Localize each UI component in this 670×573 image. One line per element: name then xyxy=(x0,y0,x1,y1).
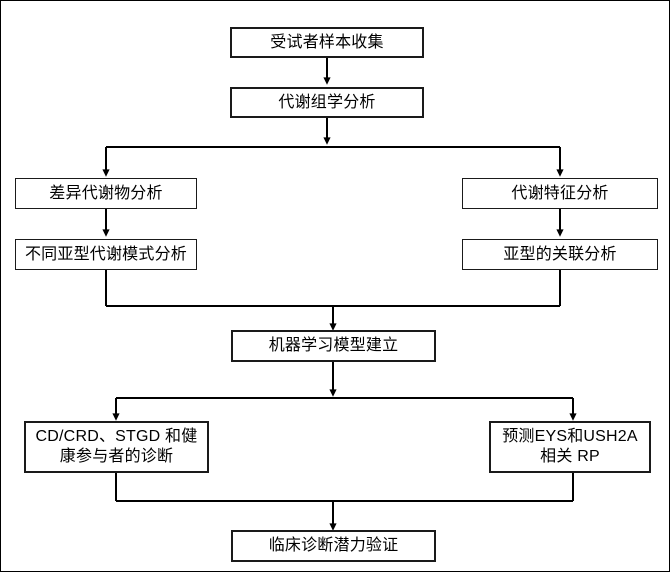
node-label: 代谢组学分析 xyxy=(278,93,376,111)
node-clinical-diagnostic-potential-validation[interactable]: 临床诊断潜力验证 xyxy=(231,530,436,562)
node-label: 亚型的关联分析 xyxy=(503,245,617,263)
node-label: 受试者样本收集 xyxy=(270,33,384,51)
node-subject-sample-collection[interactable]: 受试者样本收集 xyxy=(230,27,424,58)
node-metabolic-feature-analysis[interactable]: 代谢特征分析 xyxy=(462,178,658,209)
node-machine-learning-model-building[interactable]: 机器学习模型建立 xyxy=(231,330,436,362)
node-label: 机器学习模型建立 xyxy=(268,337,399,354)
node-metabolomics-analysis[interactable]: 代谢组学分析 xyxy=(230,87,424,118)
node-label: 临床诊断潜力验证 xyxy=(268,537,399,554)
node-differential-metabolite-analysis[interactable]: 差异代谢物分析 xyxy=(15,178,197,209)
node-label: CD/CRD、STGD 和健 康参与者的诊断 xyxy=(35,428,198,465)
node-subtype-association-analysis[interactable]: 亚型的关联分析 xyxy=(462,239,658,270)
node-label: 代谢特征分析 xyxy=(511,184,609,202)
node-subtype-metabolic-pattern-analysis[interactable]: 不同亚型代谢模式分析 xyxy=(15,239,197,270)
node-predict-eys-ush2a-rp[interactable]: 预测EYS和USH2A 相关 RP xyxy=(489,421,651,473)
node-diagnosis-cd-crd-stgd-healthy[interactable]: CD/CRD、STGD 和健 康参与者的诊断 xyxy=(24,421,209,473)
node-label: 预测EYS和USH2A 相关 RP xyxy=(502,428,638,465)
node-label: 不同亚型代谢模式分析 xyxy=(24,245,187,263)
node-label: 差异代谢物分析 xyxy=(49,184,163,202)
